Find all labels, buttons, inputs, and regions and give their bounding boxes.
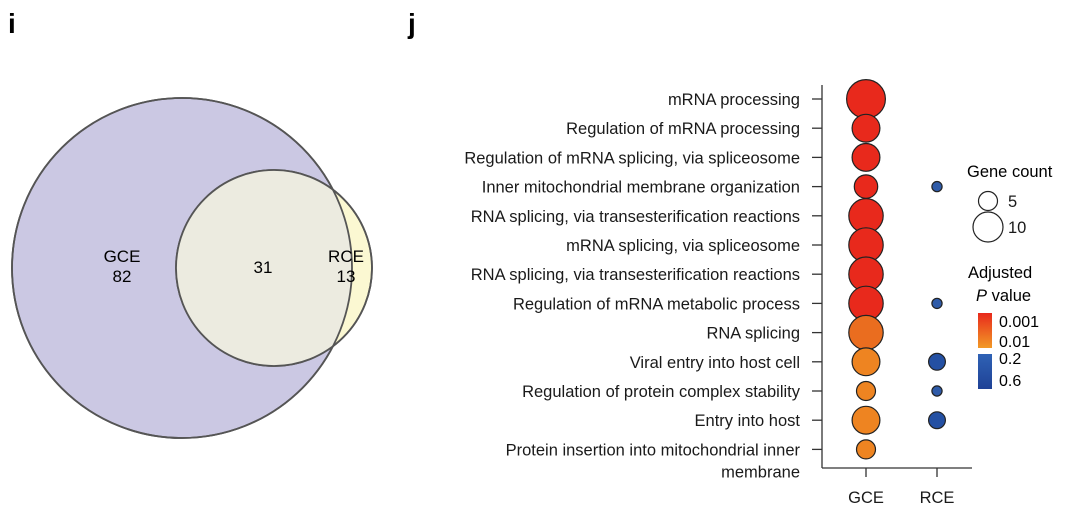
y-label-0: mRNA processing: [668, 91, 800, 109]
y-label-11-line-0: Entry into host: [695, 412, 801, 430]
y-label-8: RNA splicing: [706, 325, 800, 343]
color-tick-0: 0.001: [999, 314, 1039, 331]
venn-circle-rce-outline: [175, 169, 373, 367]
y-label-4-line-0: RNA splicing, via transesterification re…: [471, 208, 800, 226]
y-label-10: Regulation of protein complex stability: [522, 383, 801, 401]
dot-rce-9: [927, 352, 946, 371]
x-label-gce: GCE: [848, 489, 884, 507]
y-label-3-line-0: Inner mitochondrial membrane organizatio…: [482, 179, 800, 197]
venn-gce-count: 82: [113, 267, 132, 286]
y-label-12-line-0: Protein insertion into mitochondrial inn…: [506, 441, 801, 459]
dot-gce-12: [855, 439, 877, 460]
y-label-7-line-0: Regulation of mRNA metabolic process: [513, 295, 800, 313]
legend-p-italic: P: [976, 287, 987, 305]
x-axis-labels: GCE RCE: [848, 489, 954, 507]
size-legend-circle-10: [972, 211, 1004, 243]
color-tick-1: 0.01: [999, 334, 1030, 351]
legend: Gene count 510 Adjusted P value 0.001 0.…: [967, 163, 1053, 390]
y-axis-ticks: [812, 98, 822, 451]
y-label-5: mRNA splicing, via spliceosome: [566, 237, 800, 255]
legend-p-rest: value: [987, 287, 1031, 305]
dot-rce-10: [931, 385, 943, 397]
dot-gce-0: [845, 78, 886, 119]
y-label-8-line-0: RNA splicing: [706, 325, 800, 343]
y-label-10-line-0: Regulation of protein complex stability: [522, 383, 801, 401]
y-label-11: Entry into host: [695, 412, 801, 430]
y-label-12-line-1: membrane: [721, 463, 800, 481]
dot-gce-1: [851, 113, 881, 143]
legend-size-title: Gene count: [967, 163, 1053, 181]
legend-color-title-line1: Adjusted: [968, 264, 1032, 282]
venn-rce-count: 13: [337, 267, 356, 286]
y-label-5-line-0: mRNA splicing, via spliceosome: [566, 237, 800, 255]
dot-rce-3: [931, 180, 943, 193]
y-label-1: Regulation of mRNA processing: [566, 120, 800, 138]
color-tick-3: 0.6: [999, 373, 1021, 390]
dot-gce-8: [848, 314, 884, 351]
size-legend: 510: [972, 190, 1026, 243]
venn-intersection-count: 31: [254, 258, 273, 277]
venn-circle-gce-outline: [11, 97, 353, 439]
y-label-1-line-0: Regulation of mRNA processing: [566, 120, 800, 138]
size-legend-label-5: 5: [1008, 193, 1017, 211]
y-label-0-line-0: mRNA processing: [668, 91, 800, 109]
size-legend-label-10: 10: [1008, 219, 1026, 237]
x-axis-ticks: [865, 468, 938, 477]
dot-gce-11: [851, 405, 881, 435]
dot-rce-7: [931, 297, 943, 310]
venn-gce-name: GCE: [104, 247, 141, 266]
venn-diagram: GCE 82 31 RCE 13: [11, 97, 373, 439]
dot-gce-10: [855, 380, 877, 402]
panel-label-i: i: [8, 8, 16, 39]
x-label-rce: RCE: [920, 489, 955, 507]
y-label-9-line-0: Viral entry into host cell: [630, 354, 800, 372]
dot-rce-11: [927, 411, 946, 430]
dot-gce-9: [851, 347, 881, 377]
color-tick-2: 0.2: [999, 351, 1021, 368]
y-label-7: Regulation of mRNA metabolic process: [513, 295, 800, 313]
y-label-2: Regulation of mRNA splicing, via spliceo…: [464, 149, 800, 167]
legend-color-title-line2: P value: [976, 287, 1031, 305]
color-bar-significant: [978, 313, 992, 348]
y-label-12: Protein insertion into mitochondrial inn…: [506, 441, 801, 481]
y-label-2-line-0: Regulation of mRNA splicing, via spliceo…: [464, 149, 800, 167]
y-label-6-line-0: RNA splicing, via transesterification re…: [471, 266, 800, 284]
size-legend-circle-5: [977, 190, 999, 212]
venn-rce-name: RCE: [328, 247, 364, 266]
panel-label-j: j: [407, 8, 416, 39]
venn-intersection: [176, 170, 352, 366]
color-bar-nonsignificant: [978, 354, 992, 389]
y-label-3: Inner mitochondrial membrane organizatio…: [482, 179, 800, 197]
dots: [845, 78, 946, 460]
y-label-4: RNA splicing, via transesterification re…: [471, 208, 800, 226]
dot-gce-2: [851, 142, 881, 172]
dot-gce-3: [853, 174, 879, 199]
y-label-9: Viral entry into host cell: [630, 354, 800, 372]
y-label-6: RNA splicing, via transesterification re…: [471, 266, 800, 284]
